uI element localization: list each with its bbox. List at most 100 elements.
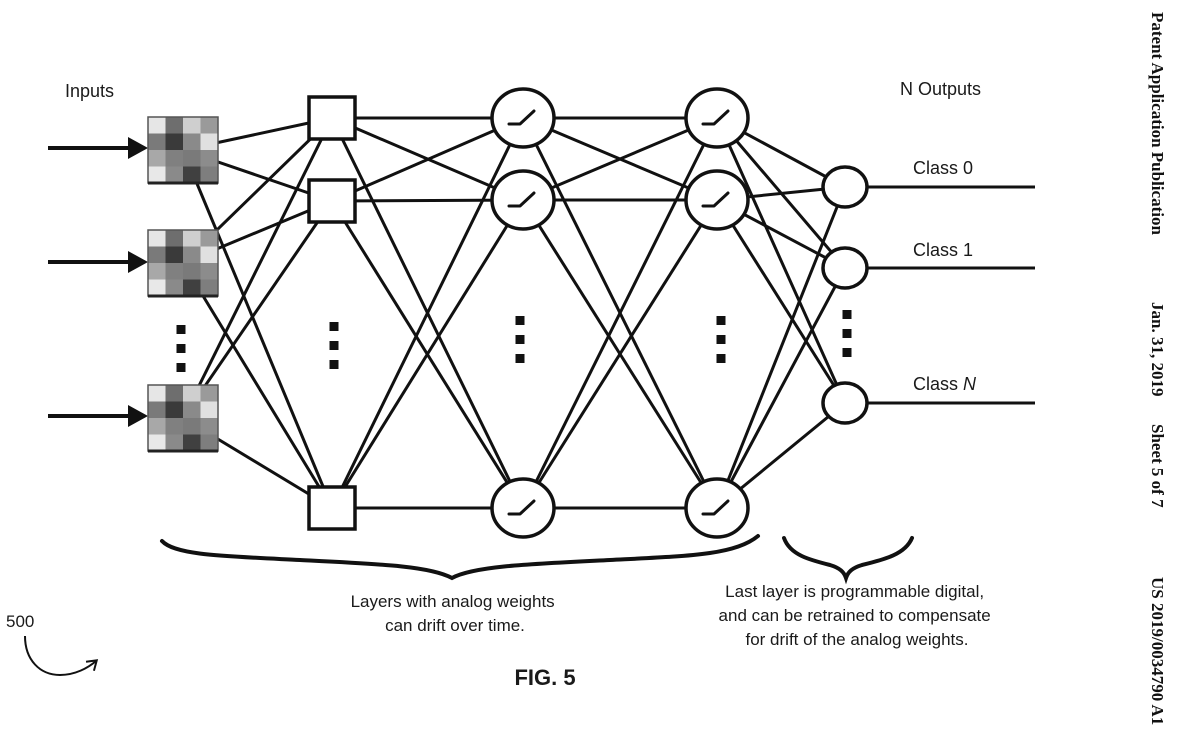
pixel-cell (165, 150, 184, 167)
activation-node-layer2 (490, 87, 556, 149)
activation-function-icon (507, 191, 536, 208)
neuron-circle (684, 477, 750, 539)
pixel-cell (148, 263, 166, 280)
patent-side-header: Patent Application Publication Jan. 31, … (1148, 12, 1167, 725)
activation-node-layer3 (684, 169, 750, 231)
pixel-cell (165, 246, 184, 264)
input-ellipsis (176, 325, 186, 372)
layer2-ellipsis (515, 316, 525, 363)
digital-annotation: Last layer is programmable digital, and … (719, 582, 996, 649)
pixel-cell (183, 150, 201, 167)
neuron-circle (684, 87, 750, 149)
pixel-cell (165, 418, 184, 435)
pixel-cell (183, 401, 201, 419)
figure-caption: FIG. 5 (514, 665, 575, 690)
pixel-cell (165, 279, 184, 297)
edge-layer2-to-layer3 (521, 117, 719, 509)
pixel-cell (200, 401, 219, 419)
ellipsis-dot-icon (176, 325, 186, 334)
pixel-cell (148, 246, 166, 264)
pixel-cell (183, 166, 201, 184)
pixel-cell (148, 434, 166, 452)
ellipsis-dot-icon (842, 348, 852, 357)
pixel-cell (183, 263, 201, 280)
edge-layer1-to-layer2 (331, 116, 524, 203)
edge-layer2-to-layer3 (522, 116, 718, 202)
ellipsis-markers (176, 310, 852, 372)
activation-node-layer3 (684, 87, 750, 149)
edge-input-to-layer1 (181, 149, 334, 509)
pixel-cell (200, 117, 219, 134)
activation-node-layer3 (684, 477, 750, 539)
ellipsis-dot-icon (329, 341, 339, 350)
pixel-cell (165, 401, 184, 419)
pixel-cell (148, 279, 166, 297)
class-label-n: Class N (913, 374, 977, 394)
ellipsis-dot-icon (329, 322, 339, 331)
layer1-ellipsis (329, 322, 339, 369)
pixel-cell (165, 230, 184, 247)
analog-layers-brace (160, 534, 760, 581)
ellipsis-dot-icon (716, 335, 726, 344)
edge-layer3-to-output (715, 199, 847, 404)
pixel-cell (200, 246, 219, 264)
pixel-cell (148, 230, 166, 247)
square-node (307, 178, 357, 224)
pixel-cell (183, 279, 201, 297)
input-image-tile (147, 384, 219, 453)
neuron-circle (490, 477, 556, 539)
inputs-label: Inputs (65, 81, 114, 101)
ellipsis-dot-icon (515, 316, 525, 325)
activation-node-layer2 (490, 477, 556, 539)
input-image-tile (147, 116, 219, 185)
class-label-1: Class 1 (913, 240, 973, 260)
activation-function-icon (701, 109, 730, 126)
edge-layer1-to-layer2 (330, 199, 525, 509)
publication-number: US 2019/0034790 A1 (1148, 577, 1167, 725)
ellipsis-dot-icon (515, 354, 525, 363)
edge-layer1-to-layer2 (330, 117, 525, 509)
pixel-cell (200, 133, 219, 151)
reference-numeral: 500 (6, 612, 34, 631)
pixel-cell (148, 401, 166, 419)
activation-node-layer2 (490, 169, 556, 231)
pixel-cell (148, 150, 166, 167)
publication-date: Jan. 31, 2019 (1148, 302, 1167, 396)
pixel-cell (183, 434, 201, 452)
edge-layer3-to-output (715, 186, 847, 509)
pixel-cell (183, 385, 201, 402)
pixel-cell (200, 150, 219, 167)
activation-function-icon (701, 499, 730, 516)
arrowhead-icon (128, 405, 148, 427)
pixel-cell (165, 117, 184, 134)
output-node (821, 246, 869, 290)
pixel-cell (165, 385, 184, 402)
ellipsis-dot-icon (176, 344, 186, 353)
pixel-cell (165, 434, 184, 452)
edge-layer2-to-layer3 (521, 199, 719, 509)
sheet-number: Sheet 5 of 7 (1148, 424, 1167, 508)
digital-layer-brace (782, 536, 914, 585)
pixel-cell (200, 166, 219, 184)
edge-input-to-layer1 (181, 117, 334, 419)
arrowhead-icon (128, 137, 148, 159)
output-ellipsis (842, 310, 852, 357)
ellipsis-dot-icon (329, 360, 339, 369)
edge-input-to-layer1 (181, 200, 334, 419)
ellipsis-dot-icon (716, 354, 726, 363)
neuron-circle (490, 87, 556, 149)
activation-function-icon (701, 191, 730, 208)
pixel-cell (183, 418, 201, 435)
output-node (821, 381, 869, 425)
output-lines (867, 185, 1035, 405)
input-image-tile (147, 229, 219, 298)
pixel-cell (165, 133, 184, 151)
ellipsis-dot-icon (842, 310, 852, 319)
edge-layer3-to-output (715, 267, 847, 509)
ellipsis-dot-icon (842, 329, 852, 338)
pixel-cell (165, 263, 184, 280)
layer3-ellipsis (716, 316, 726, 363)
activation-function-icon (507, 109, 536, 126)
pixel-cell (200, 230, 219, 247)
